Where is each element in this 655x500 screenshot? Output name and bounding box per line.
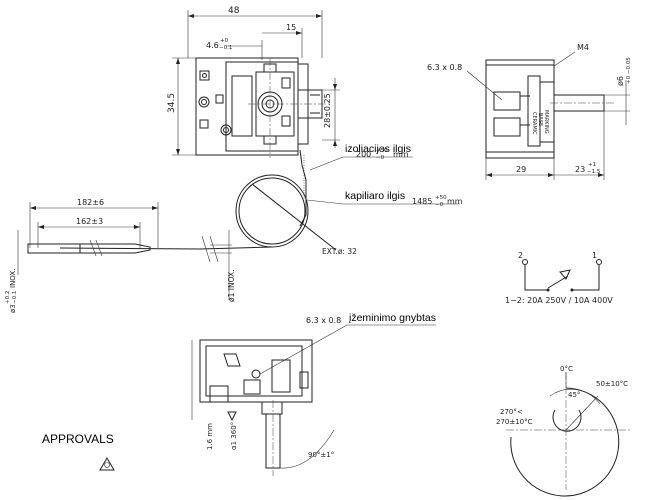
top-view: 48 15 4.6 +0 −0.1 34.5 — [167, 6, 340, 200]
dial-span: 270°< — [500, 408, 523, 416]
dim-shaft-dist: 28±0.25 — [323, 93, 332, 128]
coil-ext-diameter: EXT.ø: 32 — [322, 247, 357, 256]
side-body-len: 29 — [516, 165, 526, 174]
side-shaft-tol-top: +1 — [588, 162, 596, 168]
dial-zero: 0°C — [560, 365, 573, 373]
bulb-dia-tol-bot: −0.1 — [12, 291, 18, 304]
dim-4-6: 4.6 — [206, 41, 219, 50]
dim-15: 15 — [286, 23, 296, 32]
capillary-value: 1485 — [412, 197, 432, 206]
side-shaft-tol-bot: −1.5 — [587, 169, 601, 175]
bulb-dia: ø3 — [9, 304, 17, 313]
front-tab-size: 6.3 x 0.8 — [306, 316, 341, 325]
approvals-title: APPROVALS — [42, 432, 114, 446]
base-label-1: CERAMIC — [531, 112, 537, 135]
dim-1-6: 1.6 mm — [206, 423, 214, 450]
pin-1-label: 1 — [592, 251, 597, 260]
insulation-value: 200 — [356, 150, 371, 159]
dim-4-6-tol-bot: −0.1 — [219, 45, 232, 51]
insulation-label: izoliacijos ilgis — [345, 143, 411, 155]
dial-45: 45° — [568, 391, 580, 399]
approval-mark-icon — [99, 457, 115, 471]
base-label-3: MARKING — [543, 110, 549, 134]
capillary-label: kapiliaro ilgis — [345, 190, 405, 202]
bulb-inox: INOX. — [9, 269, 17, 288]
ground-terminal-label: įžeminimo gnybtas — [349, 312, 436, 324]
capillary-tol-bot: −0 — [435, 202, 444, 208]
side-shaft-dia-tol: +0 −0.05 — [626, 57, 632, 84]
side-view: 6.3 x 0.8 M4 CERAMIC BASE MARKING 29 23 … — [427, 43, 632, 180]
insulation-unit: mm — [393, 150, 409, 159]
insulation-tol-top: +50 — [376, 148, 388, 154]
dial-max: 270±10°C — [496, 418, 533, 426]
dim-width: 48 — [228, 6, 240, 16]
capillary-unit: mm — [447, 197, 463, 206]
switch-rating: 1−2: 20A 250V / 10A 400V — [505, 296, 613, 305]
angle-label: 90°±1° — [308, 451, 334, 459]
dim-height: 34.5 — [167, 93, 177, 113]
front-view: 6.3 x 0.8 įžeminimo gnybtas 1.6 mm α1 36… — [191, 312, 436, 476]
dim-4-6-tol-top: +0 — [220, 38, 229, 44]
insulation-tol-bot: −0 — [376, 155, 385, 161]
side-thread: M4 — [577, 43, 589, 52]
capillary-tol-top: +50 — [435, 195, 447, 201]
bulb-dia-tol-top: +0.2 — [5, 291, 11, 304]
switch-schematic: 2 1 1−2: 20A 250V / 10A 400V — [505, 251, 613, 305]
bulb-length: 182±6 — [77, 198, 104, 207]
approvals: APPROVALS — [42, 432, 115, 471]
bulb-inner-length: 162±3 — [76, 217, 103, 226]
pin-2-label: 2 — [518, 251, 523, 260]
capillary-coil: izoliacijos ilgis 200 +50 −0 mm kapiliar… — [5, 143, 463, 313]
side-shaft-len: 23 — [575, 165, 585, 174]
rotation-label: α1 360° — [230, 422, 238, 450]
dial-min: 50±10°C — [596, 380, 628, 388]
capillary-inox: ø1 INOX. — [227, 269, 236, 302]
side-tab-size: 6.3 x 0.8 — [427, 63, 462, 72]
base-label-2: BASE — [537, 113, 543, 126]
side-shaft-dia: ø6 — [616, 76, 625, 86]
dial-diagram: 0°C 45° 50±10°C 270°< 270±10°C — [496, 365, 630, 497]
